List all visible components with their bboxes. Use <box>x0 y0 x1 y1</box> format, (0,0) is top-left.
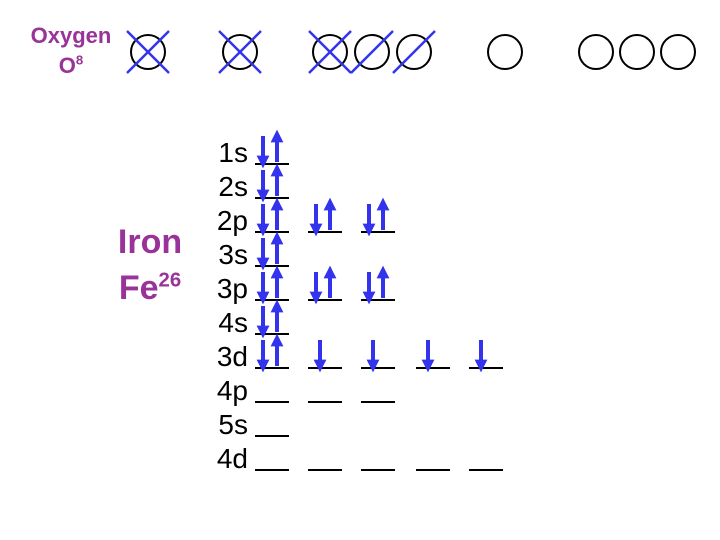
subshell-label: 5s <box>218 409 248 440</box>
subshell-label: 4p <box>216 375 248 406</box>
orbital-slot <box>416 340 450 373</box>
subshell-row-1s <box>255 129 289 169</box>
subshell-row-4s <box>255 299 289 339</box>
orbital-circle <box>354 34 390 70</box>
orbital-slot <box>361 340 395 373</box>
orbital-slot <box>255 265 289 305</box>
subshell-row-3s <box>255 231 289 271</box>
subshell-label: 3s <box>218 239 248 270</box>
iron-name: Iron <box>117 223 183 261</box>
subshell-label: 3p <box>216 273 248 304</box>
oxygen-name: Oxygen <box>30 23 112 48</box>
orbital-slot <box>361 197 395 237</box>
orbital-circle <box>222 34 258 70</box>
orbital-slot <box>308 265 342 305</box>
subshell-row-2s <box>255 163 289 203</box>
oxygen-orbital-8 <box>619 34 655 70</box>
orbital-slot <box>361 265 395 305</box>
orbital-slot <box>255 231 289 271</box>
oxygen-orbital-boxes <box>126 30 696 74</box>
orbital-circle <box>660 34 696 70</box>
subshell-label: 2p <box>216 205 248 236</box>
spin-stroke <box>126 30 170 74</box>
orbital-circle <box>396 34 432 70</box>
oxygen-orbital-2 <box>218 30 262 74</box>
orbital-slot <box>308 197 342 237</box>
orbital-circle <box>578 34 614 70</box>
subshell-label: 4s <box>218 307 248 338</box>
oxygen-orbital-1 <box>126 30 170 74</box>
iron-symbol-letter: Fe <box>118 269 159 307</box>
orbital-slot <box>255 163 289 203</box>
spin-stroke <box>308 30 352 74</box>
oxygen-orbital-4 <box>350 30 394 74</box>
subshell-row-2p <box>255 197 395 237</box>
orbital-slot <box>255 129 289 169</box>
subshell-row-3d <box>255 333 503 373</box>
orbital-slot <box>255 299 289 339</box>
oxygen-symbol: O8 <box>16 52 126 78</box>
orbital-slot <box>255 333 289 373</box>
subshell-row-3p <box>255 265 395 305</box>
oxygen-atomic-number: 8 <box>75 52 84 68</box>
iron-atomic-number: 26 <box>158 269 182 292</box>
iron-symbol: Fe26 <box>110 269 190 307</box>
oxygen-orbital-9 <box>660 34 696 70</box>
oxygen-symbol-letter: O <box>58 53 76 78</box>
oxygen-orbital-7 <box>578 34 614 70</box>
orbital-circle <box>312 34 348 70</box>
spin-stroke <box>350 30 394 74</box>
subshell-label: 1s <box>218 137 248 168</box>
subshell-label: 2s <box>218 171 248 202</box>
orbital-circle <box>619 34 655 70</box>
orbital-circle <box>130 34 166 70</box>
subshell-label: 4d <box>216 443 248 474</box>
subshell-label: 3d <box>216 341 248 372</box>
spin-stroke <box>392 30 436 74</box>
oxygen-orbital-3 <box>308 30 352 74</box>
spin-stroke <box>218 30 262 74</box>
orbital-circle <box>487 34 523 70</box>
oxygen-orbital-6 <box>487 34 523 70</box>
orbital-slot <box>308 340 342 373</box>
orbital-slot <box>469 340 503 373</box>
orbital-slot <box>255 197 289 237</box>
iron-orbitals <box>255 129 503 471</box>
oxygen-orbital-5 <box>392 30 436 74</box>
